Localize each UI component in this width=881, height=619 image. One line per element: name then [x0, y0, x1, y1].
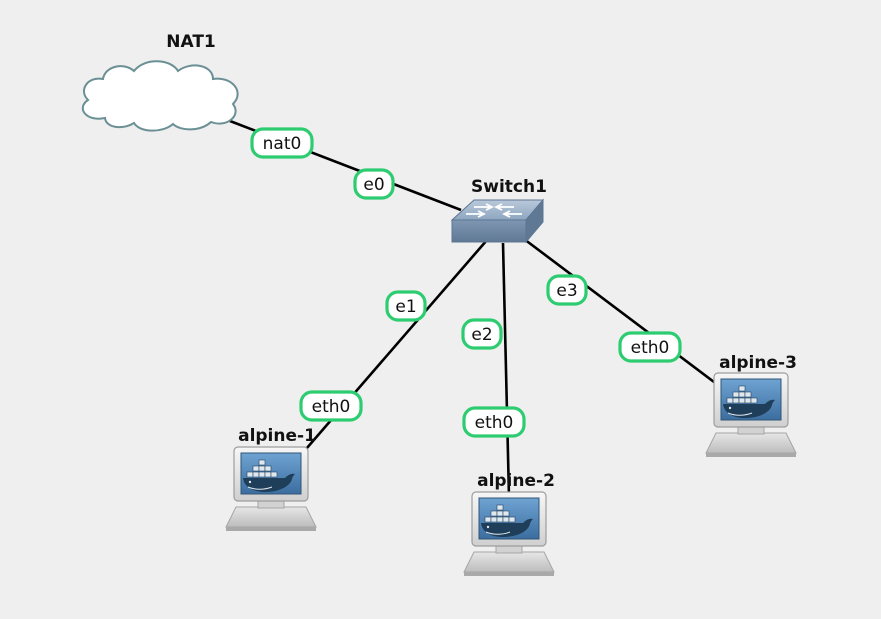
alpine1-label: alpine-1	[238, 426, 316, 446]
alpine2-node[interactable]: alpine-2	[463, 471, 555, 577]
cloud-icon	[81, 60, 239, 132]
port-label-e1[interactable]: e1	[385, 290, 427, 322]
docker-host-icon	[705, 372, 797, 458]
alpine3-node[interactable]: alpine-3	[705, 353, 797, 458]
svg-text:eth0: eth0	[631, 338, 670, 358]
alpine1-node[interactable]: alpine-1	[225, 426, 317, 532]
port-label-alpine1-eth0[interactable]: eth0	[299, 390, 363, 422]
link-switch1-alpine2[interactable]	[501, 242, 511, 498]
link-switch1-alpine1[interactable]	[299, 239, 488, 457]
nat1-label: NAT1	[166, 32, 216, 52]
switch1-label: Switch1	[471, 177, 547, 197]
svg-text:eth0: eth0	[312, 397, 351, 417]
port-label-e2[interactable]: e2	[461, 318, 503, 350]
svg-text:e2: e2	[471, 325, 492, 345]
ethernet-switch-icon	[450, 198, 545, 244]
nat1-node[interactable]: NAT1	[81, 32, 239, 132]
port-label-e3[interactable]: e3	[546, 274, 588, 306]
svg-text:eth0: eth0	[475, 413, 514, 433]
port-label-nat0[interactable]: nat0	[250, 127, 314, 159]
switch1-node[interactable]: Switch1	[450, 177, 547, 244]
svg-text:nat0: nat0	[263, 134, 302, 154]
docker-host-icon	[225, 446, 317, 532]
port-label-alpine3-eth0[interactable]: eth0	[618, 331, 682, 363]
alpine3-label: alpine-3	[719, 353, 797, 373]
alpine2-label: alpine-2	[477, 471, 555, 491]
port-label-e0[interactable]: e0	[353, 168, 395, 200]
docker-host-icon	[463, 491, 555, 577]
link-switch1-alpine3[interactable]	[523, 237, 719, 387]
svg-text:e3: e3	[556, 281, 577, 301]
svg-text:e0: e0	[363, 175, 384, 195]
port-label-alpine2-eth0[interactable]: eth0	[462, 406, 526, 438]
svg-text:e1: e1	[395, 297, 416, 317]
